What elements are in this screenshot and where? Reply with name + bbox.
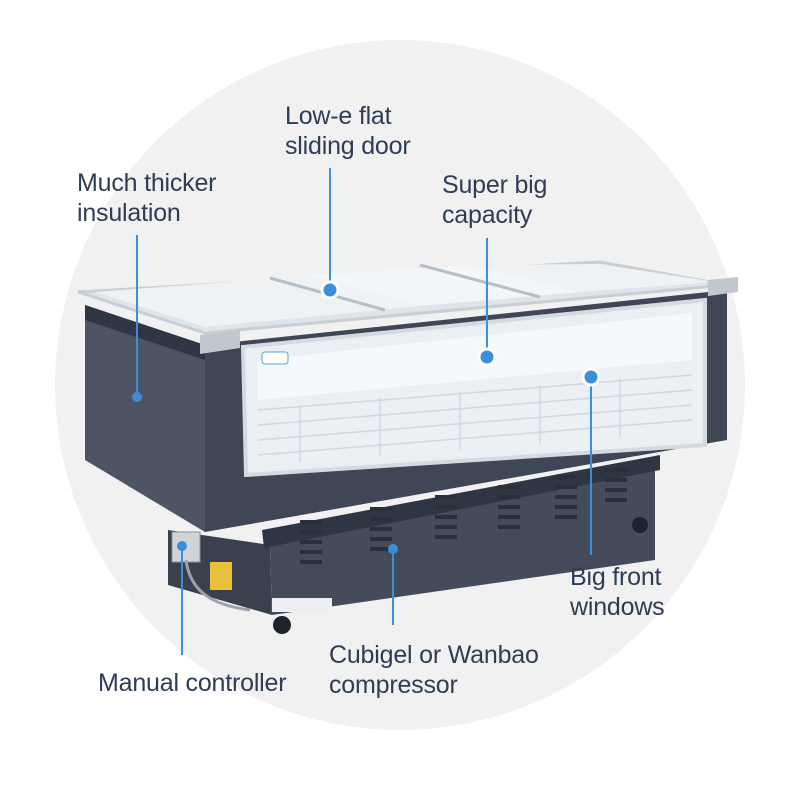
label-windows-line-2: windows xyxy=(570,593,665,621)
label-door: Low-e flat sliding door xyxy=(285,101,411,161)
label-compressor-line-1: Cubigel or Wanbao xyxy=(329,641,539,669)
callout-dot-capacity xyxy=(477,347,497,367)
warning-sticker xyxy=(210,562,232,590)
wheel-icon xyxy=(632,517,648,533)
callout-lines xyxy=(136,168,592,655)
wheel-icon xyxy=(273,616,291,634)
label-insulation-line-2: insulation xyxy=(77,199,181,227)
callout-dot-windows xyxy=(581,367,601,387)
callout-dot-controller xyxy=(177,541,187,551)
label-controller: Manual controller xyxy=(98,668,287,698)
label-compressor-line-2: compressor xyxy=(329,671,458,699)
label-door-line-1: Low-e flat xyxy=(285,102,392,130)
label-insulation-line-1: Much thicker xyxy=(77,169,217,197)
label-windows: Big front windows xyxy=(570,562,665,622)
label-capacity-line-1: Super big xyxy=(442,171,548,199)
label-insulation: Much thicker insulation xyxy=(77,168,217,228)
brand-badge xyxy=(261,351,289,365)
label-windows-line-1: Big front xyxy=(570,563,662,591)
label-compressor: Cubigel or Wanbao compressor xyxy=(329,640,539,700)
callout-dot-compressor xyxy=(388,544,398,554)
base-sticker xyxy=(272,598,332,612)
callout-dot-door xyxy=(320,280,340,300)
callout-dots xyxy=(132,280,601,554)
label-controller-line-1: Manual controller xyxy=(98,669,287,697)
front-window xyxy=(240,297,707,478)
label-door-line-2: sliding door xyxy=(285,132,411,160)
label-capacity-line-2: capacity xyxy=(442,201,533,229)
label-capacity: Super big capacity xyxy=(442,170,547,230)
callout-dot-insulation xyxy=(132,392,142,402)
